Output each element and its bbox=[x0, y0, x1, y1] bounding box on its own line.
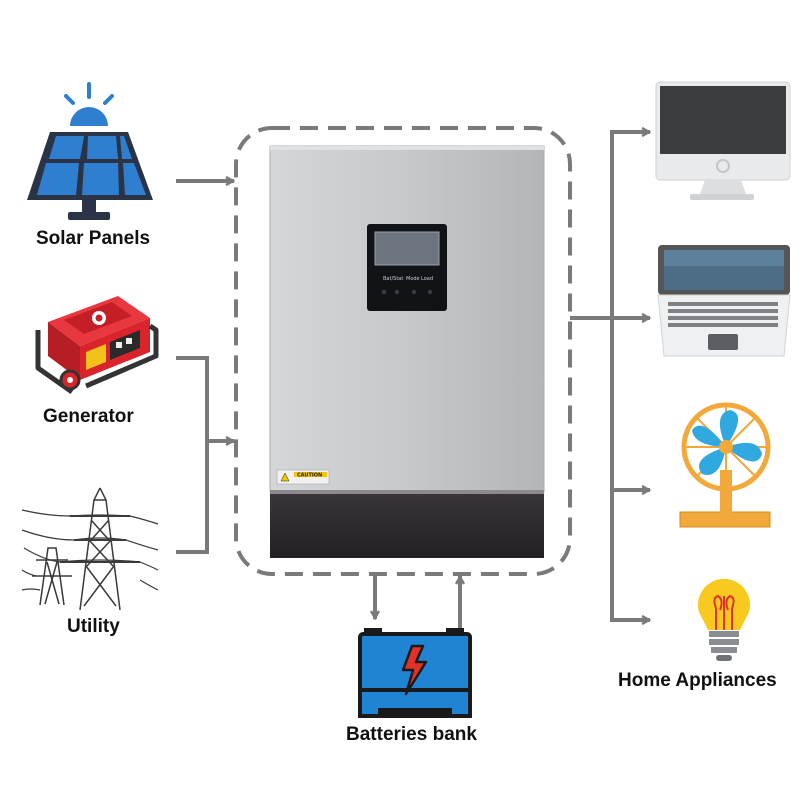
connector-lines bbox=[176, 132, 648, 632]
inverter-unit: Bat/Stat Mode Load CAUTION bbox=[269, 145, 545, 558]
batteries-bank-label: Batteries bank bbox=[346, 724, 477, 745]
solar-panel-icon bbox=[27, 82, 153, 220]
light-bulb-icon bbox=[698, 578, 750, 661]
home-appliances-label: Home Appliances bbox=[618, 670, 777, 691]
laptop-icon bbox=[657, 245, 791, 357]
caution-sticker: CAUTION bbox=[276, 469, 330, 485]
solar-panels-label: Solar Panels bbox=[36, 228, 151, 249]
generator-icon bbox=[35, 296, 159, 395]
generator-utility-bracket bbox=[176, 356, 209, 554]
fan-icon bbox=[679, 402, 771, 528]
caution-text: CAUTION bbox=[297, 473, 322, 479]
monitor-icon bbox=[655, 81, 791, 200]
lcd-label-load: Load bbox=[421, 276, 433, 282]
inverter-lcd-panel: Bat/Stat Mode Load bbox=[367, 224, 447, 311]
inverter-dashed-boundary bbox=[234, 126, 572, 576]
generator-label: Generator bbox=[43, 406, 134, 427]
utility-label: Utility bbox=[67, 616, 120, 637]
battery-icon bbox=[358, 628, 472, 718]
lcd-label-mode: Mode bbox=[406, 276, 420, 282]
lcd-label-bat: Bat/Stat bbox=[383, 276, 403, 282]
power-tower-icon bbox=[21, 487, 159, 611]
